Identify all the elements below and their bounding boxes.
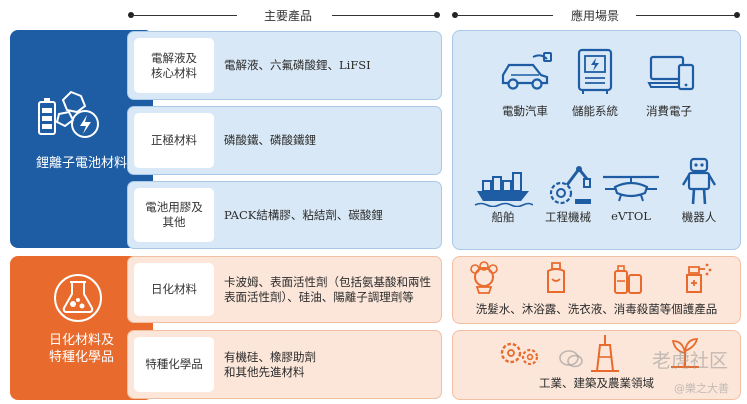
app-label-ess: 儲能系統 — [572, 104, 618, 118]
panel-special-applications: 工業、建築及農業領域 — [452, 330, 741, 400]
ship-icon — [474, 172, 533, 207]
app-label-machinery: 工程機械 — [545, 210, 591, 224]
app-label-evtol: eVTOL — [611, 209, 651, 223]
electric-car-icon — [501, 52, 552, 90]
row-daily-materials: 日化材料 卡波姆、表面活性劑（包括氨基酸和兩性表面活性劑）、硅油、陽離子調理劑等 — [127, 256, 442, 323]
detergent-bottle-icon — [614, 265, 642, 294]
row-electrolyte: 電解液及 核心材料 電解液、六氟磷酸鋰、LiFSI — [127, 31, 442, 100]
row-battery-adhesive-sub: 電池用膠及 其他 — [134, 188, 214, 242]
row-daily-materials-products: 卡波姆、表面活性劑（包括氨基酸和兩性表面活性劑）、硅油、陽離子調理劑等 — [224, 274, 431, 304]
row-battery-adhesive-products: PACK結構膠、粘結劑、碳酸鋰 — [224, 207, 383, 222]
app-label-daily: 洗髮水、沐浴露、洗衣液、消毒殺菌等個護產品 — [475, 302, 718, 316]
energy-storage-icon — [577, 48, 613, 94]
app-label-robot: 機器人 — [681, 210, 717, 224]
row-battery-adhesive: 電池用膠及 其他 PACK結構膠、粘結劑、碳酸鋰 — [127, 181, 442, 249]
disinfectant-spray-icon — [686, 263, 712, 293]
app-label-special: 工業、建築及農業領域 — [539, 376, 654, 390]
robot-icon — [681, 157, 717, 205]
battery-materials-icon — [38, 90, 99, 138]
row-cathode-products: 磷酸鐵、磷酸鐵鋰 — [224, 133, 316, 147]
row-daily-materials-sub: 日化材料 — [134, 263, 214, 316]
row-cathode: 正極材料 磷酸鐵、磷酸鐵鋰 — [127, 106, 442, 175]
app-label-ev: 電動汽車 — [502, 104, 548, 118]
panel-daily-applications: 洗髮水、沐浴露、洗衣液、消毒殺菌等個護產品 — [452, 256, 741, 324]
app-label-ship: 船舶 — [491, 210, 515, 224]
category-daily-label: 日化材料及 特種化學品 — [48, 333, 114, 365]
row-special-chemicals-products: 有機硅、橡膠助劑 和其他先進材料 — [224, 349, 316, 379]
app-label-consumer: 消費電子 — [646, 104, 692, 118]
shampoo-icon — [470, 261, 498, 294]
agriculture-sprout-icon — [671, 338, 699, 368]
header-products: 主要產品 — [128, 5, 440, 25]
row-electrolyte-sub: 電解液及 核心材料 — [134, 38, 214, 93]
header-applications-label: 應用場景 — [571, 9, 620, 23]
row-electrolyte-products: 電解液、六氟磷酸鋰、LiFSI — [224, 58, 371, 72]
row-special-chemicals: 特種化學品 有機硅、橡膠助劑 和其他先進材料 — [127, 330, 442, 399]
building-tower-icon — [591, 335, 619, 372]
gears-icon — [500, 342, 539, 366]
engineering-machinery-icon — [549, 166, 591, 205]
row-special-chemicals-sub: 特種化學品 — [134, 337, 214, 392]
panel-battery-applications: 電動汽車 儲能系統 消費電子 船舶 工程機械 — [452, 30, 741, 250]
header-applications: 應用場景 — [452, 5, 740, 25]
chat-bubble-icon — [559, 350, 583, 368]
category-battery-label: 鋰離子電池材料 — [35, 156, 127, 171]
header-products-label: 主要產品 — [264, 9, 313, 23]
shower-gel-bottle-icon — [547, 262, 565, 293]
evtol-drone-icon — [603, 175, 659, 202]
consumer-electronics-icon — [647, 55, 695, 91]
watermark-line2: @樂之大善 — [674, 382, 729, 395]
watermark-line1: 老虎社区 — [652, 350, 729, 372]
chemistry-flask-icon — [54, 274, 102, 322]
row-cathode-sub: 正極材料 — [134, 113, 214, 168]
